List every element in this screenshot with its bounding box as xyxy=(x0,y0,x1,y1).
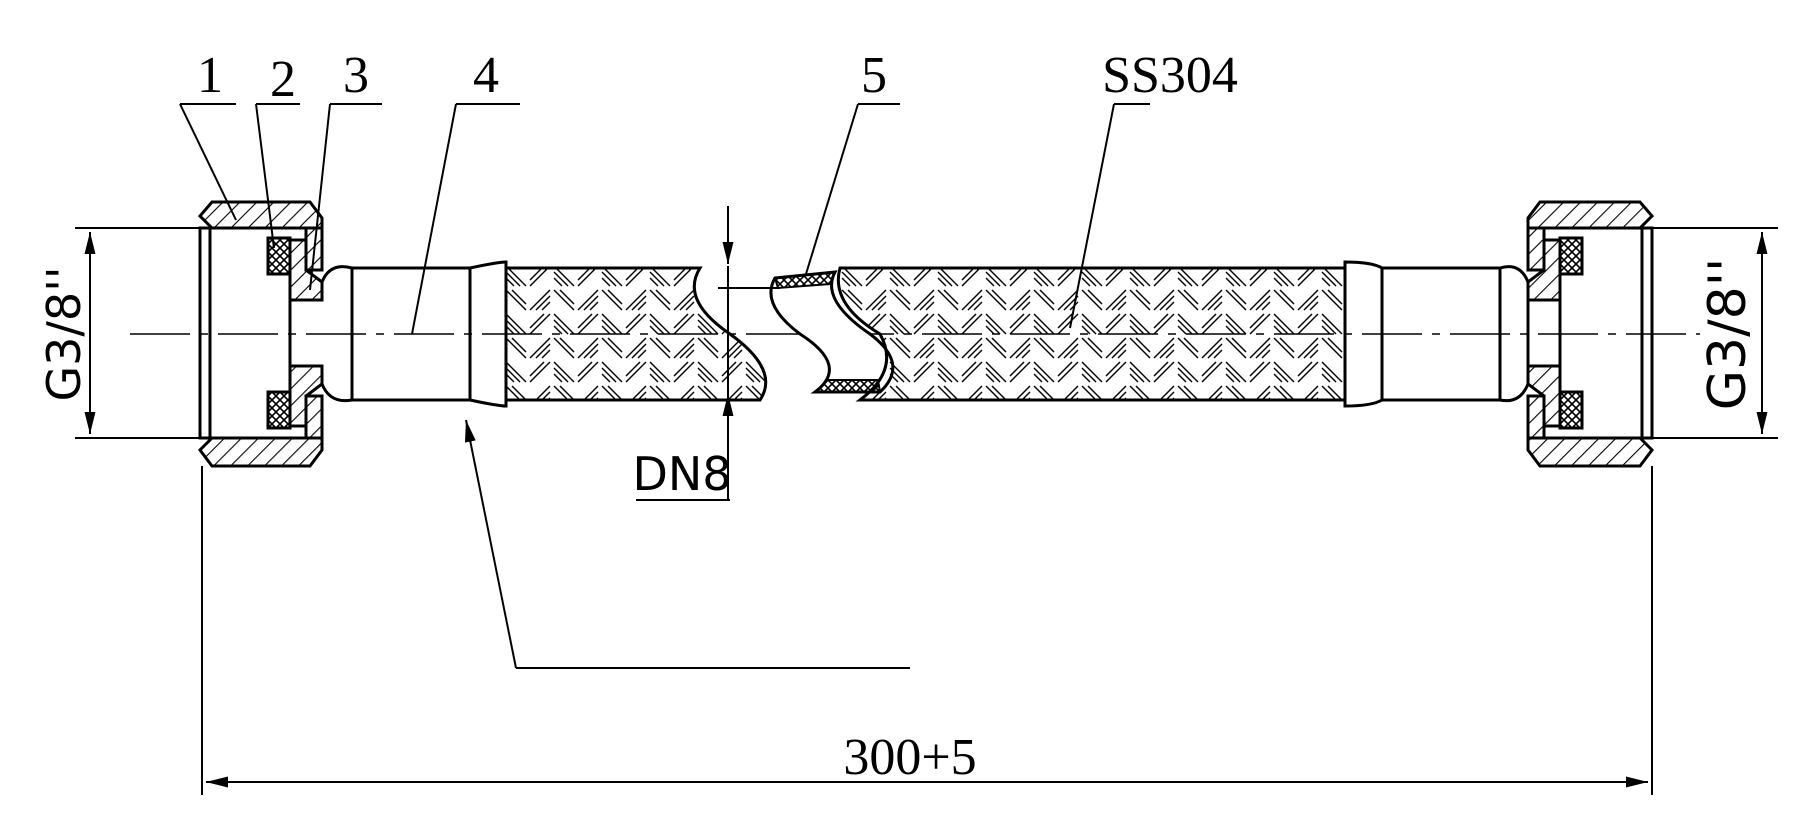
right-thread-dimension xyxy=(1652,227,1778,439)
callout-3: 3 xyxy=(343,47,369,104)
left-gasket xyxy=(266,236,292,430)
right-gasket xyxy=(1558,236,1584,430)
overall-length-label: 300+5 xyxy=(843,729,976,786)
callout-1: 1 xyxy=(197,47,223,104)
right-braid xyxy=(836,266,1347,402)
callout-2: 2 xyxy=(270,51,296,108)
dn8-dimension xyxy=(636,206,780,501)
left-thread-label: G3/8'' xyxy=(37,267,91,402)
callout-5: 5 xyxy=(861,47,887,104)
material-label: SS304 xyxy=(1102,47,1238,104)
dn8-label: DN8 xyxy=(632,447,731,501)
left-thread-dimension xyxy=(75,227,200,439)
right-thread-label: G3/8'' xyxy=(1698,258,1758,411)
overall-length-dimension xyxy=(201,466,1653,795)
left-braid xyxy=(504,266,768,402)
leader-lines xyxy=(179,103,1150,669)
right-nut xyxy=(1526,200,1655,468)
callout-4: 4 xyxy=(473,47,499,104)
